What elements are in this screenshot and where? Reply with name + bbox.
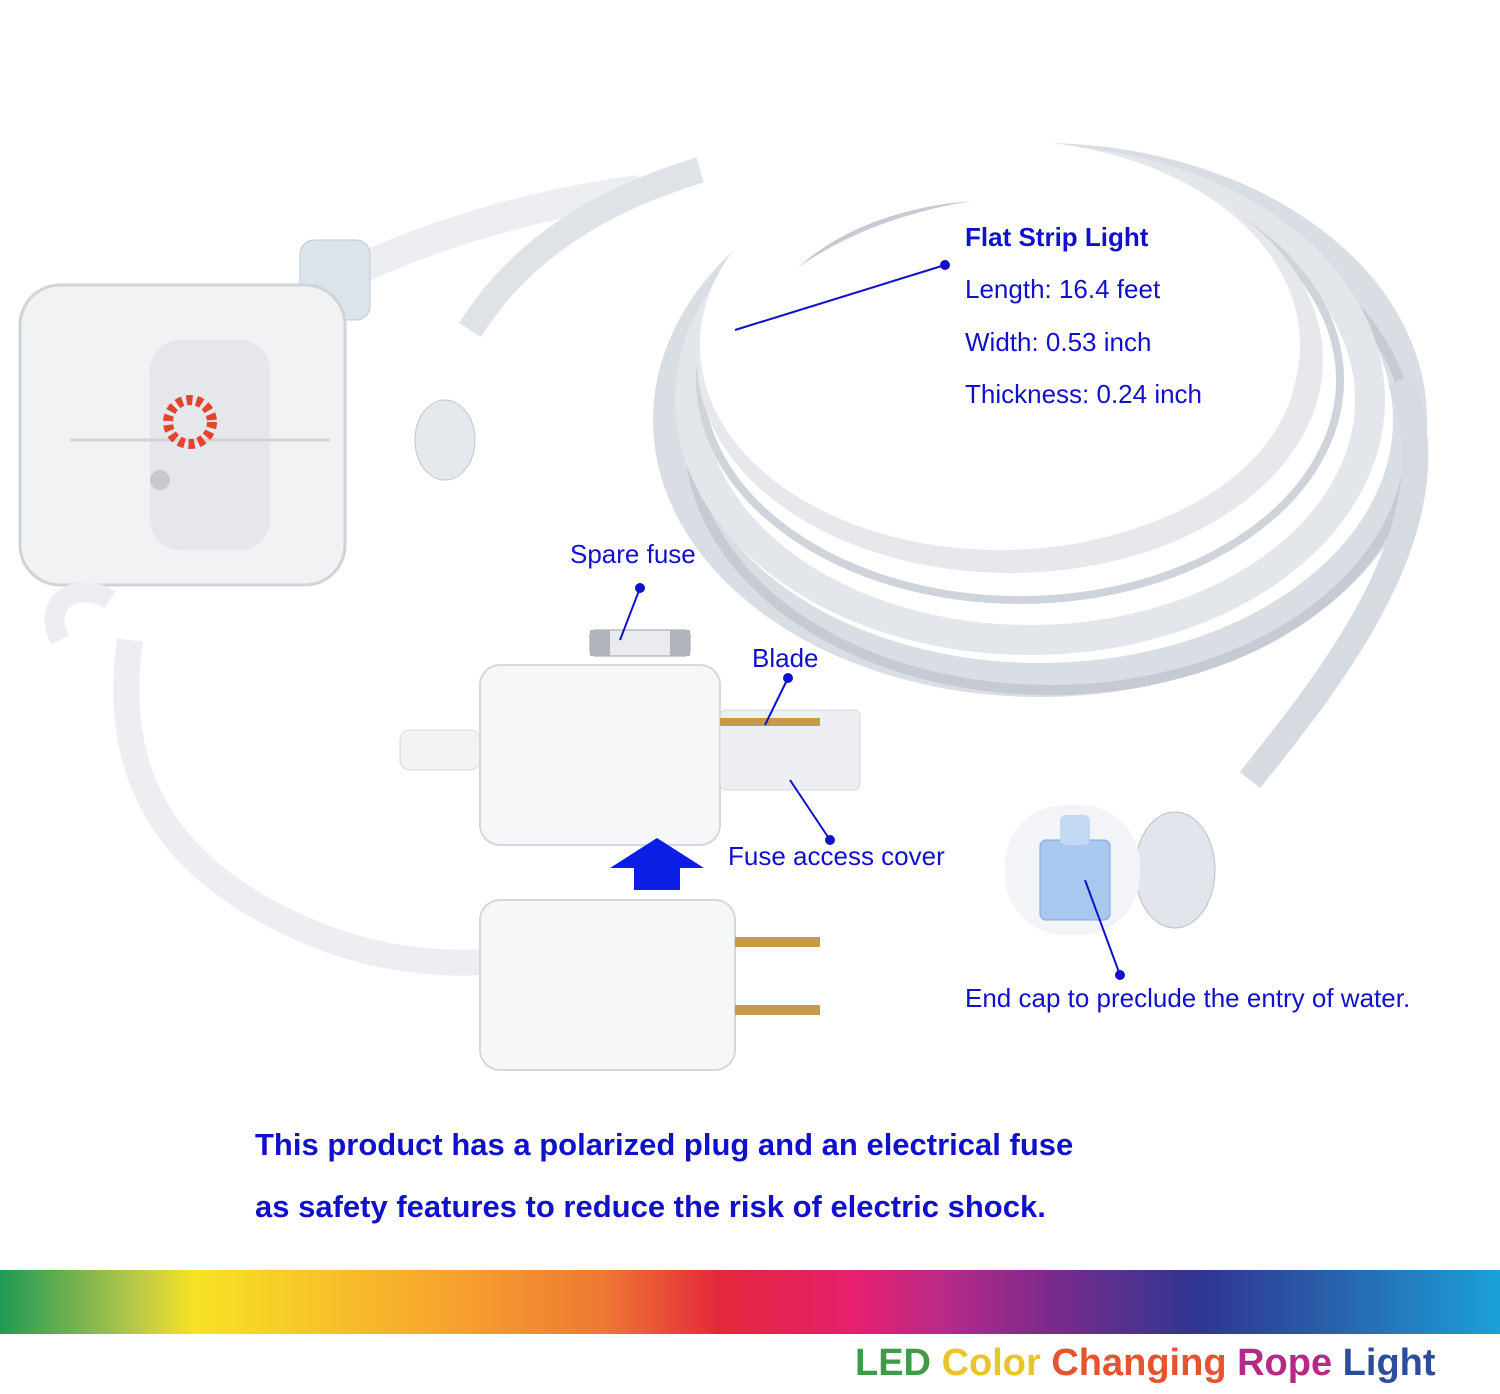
connector-plug (414, 399, 476, 481)
up-arrow-icon (610, 838, 704, 890)
end-cap (1005, 805, 1140, 935)
thickness-spec: Thickness: 0.24 inch (965, 379, 1203, 409)
safety-line-2: as safety features to reduce the risk of… (255, 1189, 1046, 1224)
rope-light-coil (653, 140, 1429, 789)
polarized-plug (479, 899, 820, 1071)
safety-line-1: This product has a polarized plug and an… (255, 1127, 1074, 1162)
end-connector (1134, 811, 1216, 929)
title-word: Rope (1237, 1342, 1333, 1384)
spare-fuse-label: Spare fuse (570, 539, 696, 569)
title-word: Changing (1051, 1342, 1227, 1384)
controller-box (18, 283, 347, 645)
length-spec: Length: 16.4 feet (965, 274, 1161, 304)
width-spec: Width: 0.53 inch (965, 327, 1152, 357)
product-title: LED Color Changing Rope Light (855, 1344, 1436, 1382)
title-word: Color (941, 1342, 1041, 1384)
rainbow-bar (0, 1270, 1500, 1334)
title-word: Light (1342, 1342, 1436, 1384)
color-wheel-icon (163, 395, 217, 449)
end-cap-label: End cap to preclude the entry of water. (965, 983, 1411, 1013)
blade-label: Blade (752, 643, 819, 673)
leader-lines (619, 260, 1125, 980)
fuse-cover-label: Fuse access cover (728, 841, 945, 871)
strip-title: Flat Strip Light (965, 222, 1149, 252)
title-word: LED (855, 1342, 931, 1384)
spare-fuse (589, 629, 691, 657)
motion-sensor-icon (150, 470, 170, 490)
fused-plug (399, 664, 861, 846)
